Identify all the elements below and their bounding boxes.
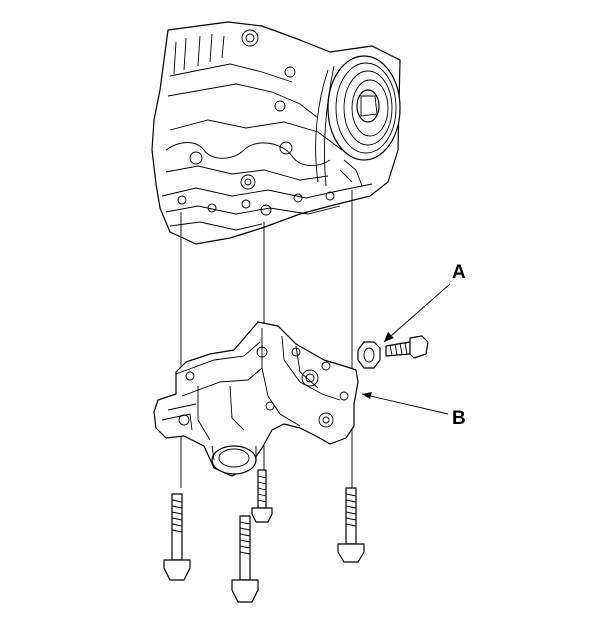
arrow-head-a xyxy=(384,332,394,342)
oil-pump-housing xyxy=(153,321,359,477)
callout-b: B xyxy=(361,392,466,429)
bolt-long-left xyxy=(163,493,191,581)
leader-line-a xyxy=(383,283,451,343)
bolt-short-center xyxy=(251,469,273,523)
bolt-long-right xyxy=(337,487,365,563)
callout-a: A xyxy=(383,262,466,343)
arrow-head-b xyxy=(362,392,372,399)
label-b: B xyxy=(452,408,466,429)
leader-line-b xyxy=(361,393,449,415)
bolt-long-center xyxy=(231,515,259,603)
label-a: A xyxy=(452,262,466,283)
washer-a xyxy=(357,341,381,369)
engine-block xyxy=(151,21,401,245)
plug-bolt xyxy=(385,335,429,359)
